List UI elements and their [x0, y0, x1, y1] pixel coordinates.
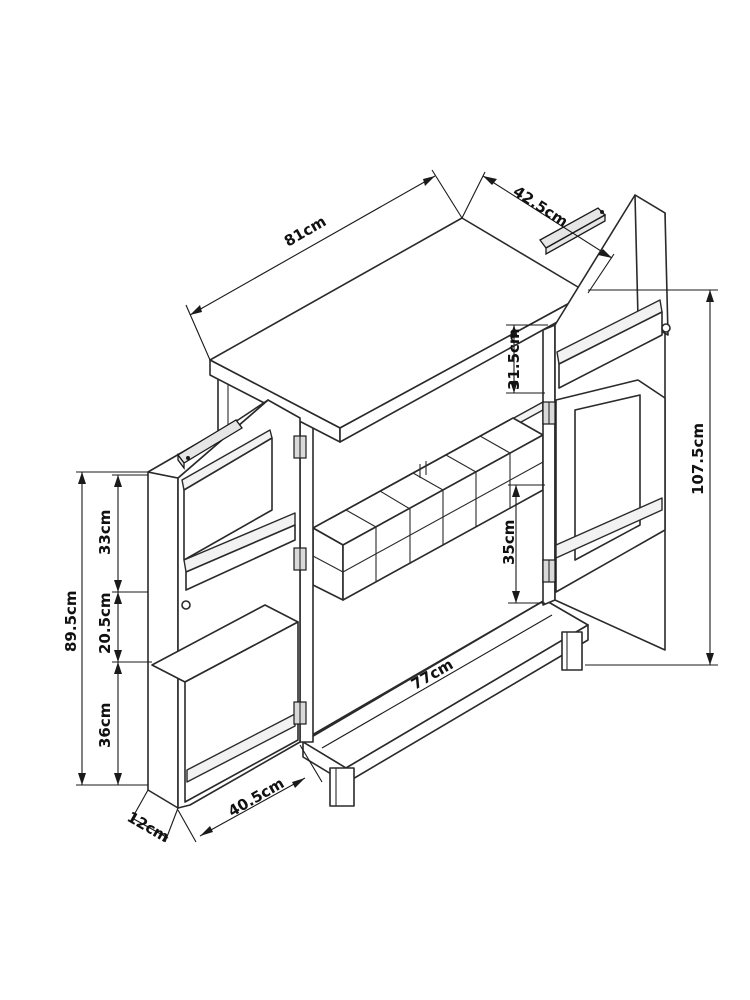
label-wine-rack-height: 35cm [500, 520, 518, 565]
label-door-width: 40.5cm [225, 774, 287, 820]
label-door-lower-section: 36cm [96, 703, 114, 748]
label-depth: 42.5cm [510, 182, 571, 231]
dimension-lines [76, 169, 718, 843]
left-door-handle [177, 419, 243, 470]
label-top-compartment: 31.5cm [505, 328, 523, 390]
label-top-width: 81cm [281, 212, 329, 250]
label-total-height: 107.5cm [689, 423, 707, 495]
right-door [554, 194, 671, 651]
left-door [147, 399, 301, 809]
hinges [293, 401, 556, 725]
cabinet-top [209, 217, 589, 443]
label-door-height: 89.5cm [62, 590, 80, 652]
label-door-middle-gap: 20.5cm [96, 592, 114, 654]
label-door-upper-shelf: 33cm [96, 510, 114, 555]
legs [329, 631, 583, 807]
label-door-depth: 12cm [124, 808, 172, 846]
wine-rack [312, 417, 544, 601]
